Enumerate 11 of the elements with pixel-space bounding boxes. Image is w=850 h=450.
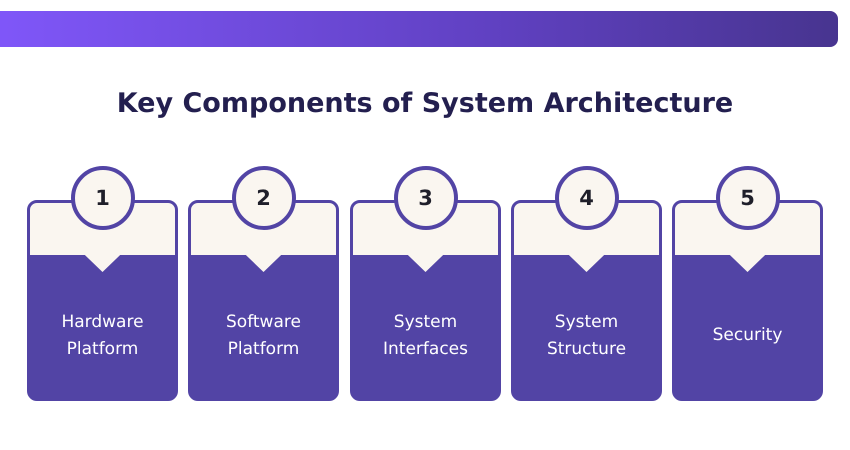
step-label: Security (712, 324, 782, 347)
step-label: System Structure (546, 310, 628, 360)
step-number: 5 (716, 166, 780, 230)
step-label: System Interfaces (382, 310, 469, 360)
step-number: 1 (70, 166, 134, 230)
step-label: Hardware Platform (60, 310, 145, 360)
step-label: Software Platform (225, 310, 302, 360)
step-number: 3 (394, 166, 458, 230)
step-number: 4 (554, 166, 618, 230)
title: Key Components of System Architecture (116, 88, 734, 119)
step-number: 2 (232, 166, 296, 230)
